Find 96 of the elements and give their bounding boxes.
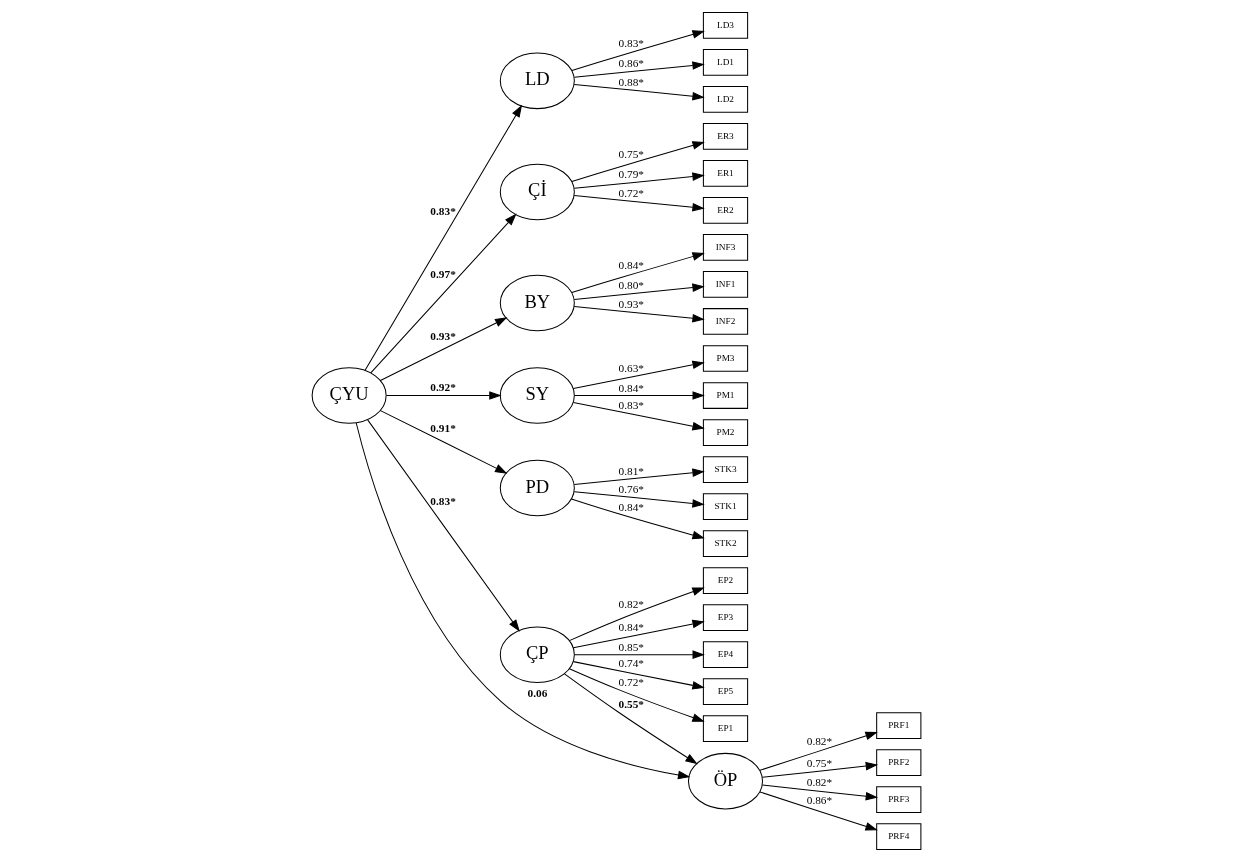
node-box: STK2 [702, 530, 749, 557]
node-ellipse: Çİ [499, 163, 575, 221]
edge-label: 0.81* [618, 464, 644, 477]
node-ellipse: ÖP [687, 752, 764, 810]
edge-label: 0.75* [806, 756, 833, 769]
arrow [574, 391, 705, 400]
edge-label: 0.83* [618, 398, 644, 411]
edge-label: 0.84* [618, 620, 644, 633]
node-ellipse: LD [499, 52, 575, 110]
edge-label: 0.76* [618, 483, 644, 496]
node-box: STK3 [702, 456, 749, 483]
edge-label: 0.86* [618, 57, 644, 70]
arrow [355, 422, 691, 780]
arrow [370, 213, 517, 374]
edge-label: 0.72* [618, 186, 644, 199]
node-box: PRF1 [876, 712, 922, 739]
node-box: INF2 [702, 308, 749, 335]
node-box: PRF3 [876, 786, 922, 814]
edge-label: 0.83* [618, 36, 644, 49]
node-box: PM2 [702, 419, 749, 446]
arrow [573, 61, 705, 78]
arrow [564, 673, 698, 765]
node-box: ER1 [702, 160, 749, 187]
edge-label: 0.84* [618, 382, 644, 395]
arrow [364, 104, 523, 371]
edge-label: 0.85* [618, 641, 644, 654]
node-box: PM3 [702, 345, 749, 372]
arrow [572, 401, 705, 431]
arrow [573, 468, 705, 485]
node-box: PRF2 [876, 749, 922, 776]
edge-label: 0.74* [618, 656, 644, 669]
edge-label: 0.84* [618, 500, 644, 513]
arrow [759, 791, 878, 831]
arrow [379, 410, 508, 474]
node-box: EP2 [702, 567, 749, 594]
node-box: EP3 [702, 604, 749, 631]
node-box: LD3 [702, 11, 749, 39]
node-ellipse: ÇYU [311, 367, 387, 424]
edge-label: 0.84* [618, 258, 644, 271]
arrow [572, 619, 705, 649]
node-box: EP4 [702, 641, 749, 669]
edge-label: 0.79* [618, 168, 644, 181]
node-box: STK1 [702, 493, 749, 520]
node-box: ER2 [702, 197, 749, 224]
node-ellipse: ÇP [499, 626, 575, 683]
edge-label: 0.82* [806, 734, 833, 747]
node-box: EP5 [702, 678, 749, 706]
node-box: LD2 [702, 86, 749, 113]
edge-label: 0.92* [430, 381, 456, 394]
arrow [568, 587, 705, 642]
edge-label: 0.63* [618, 361, 644, 374]
arrow [573, 491, 705, 508]
arrow [573, 306, 705, 323]
edge-label: 0.93* [618, 297, 644, 310]
node-box: EP1 [702, 715, 749, 743]
node-ellipse: SY [499, 367, 575, 424]
arrow [573, 194, 705, 212]
edge-label: 0.91* [430, 422, 456, 435]
edge-label: 0.80* [618, 279, 644, 292]
arrow [367, 419, 520, 632]
arrow [570, 498, 705, 540]
edge-label: 0.72* [618, 676, 644, 689]
node-box: INF3 [702, 234, 749, 261]
node-box: INF1 [702, 271, 749, 298]
edge-label: 0.06 [527, 686, 548, 699]
edge-label: 0.75* [618, 147, 644, 160]
edge-label: 0.55* [618, 697, 644, 710]
arrow [571, 252, 705, 294]
node-box: PRF4 [876, 823, 922, 851]
edge-label: 0.86* [806, 793, 833, 806]
arrow [568, 668, 705, 722]
edge-label: 0.83* [430, 205, 456, 218]
arrow [572, 360, 705, 390]
arrow [573, 172, 705, 189]
edge-label: 0.93* [430, 329, 456, 342]
arrow [571, 141, 705, 182]
arrow [761, 761, 878, 778]
arrow [573, 283, 705, 300]
edge-label: 0.82* [806, 776, 833, 789]
edge-label: 0.82* [618, 598, 644, 611]
arrow [573, 83, 705, 101]
arrow [759, 731, 878, 771]
arrow [385, 391, 502, 400]
arrow [572, 661, 705, 690]
node-ellipse: BY [499, 274, 575, 332]
edge-label: 0.83* [430, 495, 456, 508]
node-ellipse: PD [499, 459, 575, 517]
arrow [379, 317, 508, 381]
node-box: PM1 [702, 382, 749, 409]
arrow [571, 30, 705, 71]
node-box: LD1 [702, 48, 749, 76]
node-box: ER3 [702, 123, 749, 150]
arrow [574, 650, 705, 659]
arrow [761, 784, 879, 801]
edge-label: 0.97* [430, 268, 456, 281]
edge-label: 0.88* [618, 75, 644, 88]
